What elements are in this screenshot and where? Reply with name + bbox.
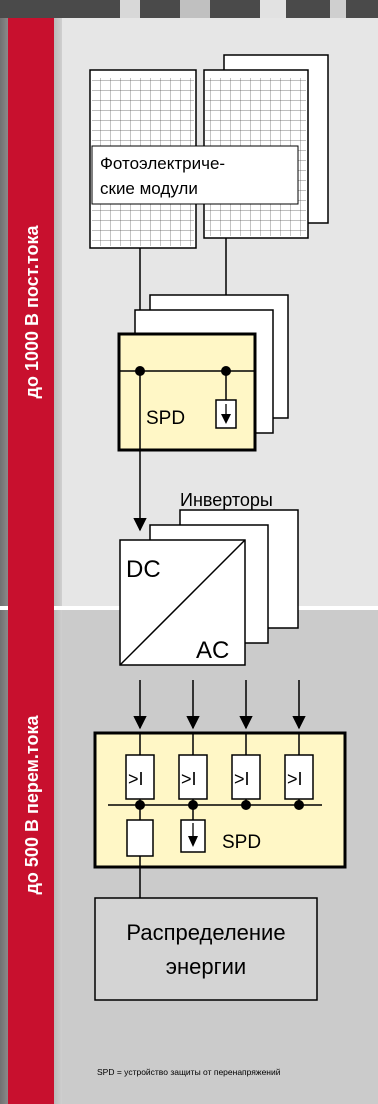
spd-ac-label: SPD (222, 832, 261, 853)
fuse-label-1: >I (128, 769, 144, 789)
side-label-bar (8, 18, 54, 1104)
inverters-title: Инверторы (180, 490, 273, 510)
distribution-line1: Распределение (126, 920, 285, 945)
ac-protection-box: >I >I >I >I SPD (93, 731, 347, 869)
spd-dc-label: SPD (146, 408, 185, 429)
fuse-label-2: >I (181, 769, 197, 789)
ac-voltage-label: до 500 В перем.тока (22, 715, 42, 895)
distribution-line2: энергии (166, 954, 246, 979)
pv-label-line2: ские модули (100, 179, 198, 198)
distribution-box: Распределение энергии (94, 897, 318, 1001)
footnote: SPD = устройство защиты от перенапряжени… (97, 1067, 281, 1077)
fuse-label-4: >I (287, 769, 303, 789)
inverters: Инверторы DC AC (119, 490, 299, 666)
pv-label-line1: Фотоэлектриче- (100, 154, 225, 173)
fuse-label-3: >I (234, 769, 250, 789)
ac-side-label: AC (196, 637, 229, 664)
dc-side-label: DC (126, 556, 161, 583)
dc-voltage-label: до 1000 В пост.тока (22, 225, 42, 399)
dc-spd-box: SPD (117, 294, 289, 452)
pv-modules: Фотоэлектриче- ские модули (89, 54, 329, 249)
breaker (126, 819, 154, 857)
